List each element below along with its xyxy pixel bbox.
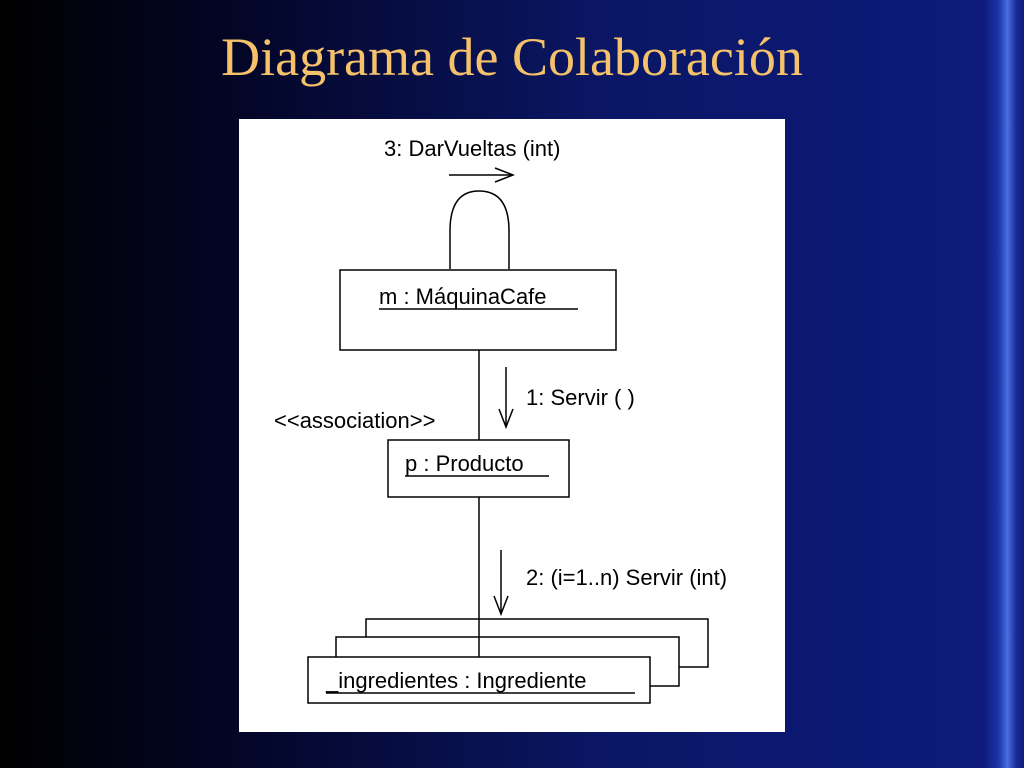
object-label-producto: p : Producto [405,451,524,476]
message-arrow-servir-multi-head [493,595,509,617]
diagram-canvas: 3: DarVueltas (int) m : MáquinaCafe <<as… [274,136,727,704]
object-label-ingredientes: _ingredientes : Ingrediente [325,668,587,693]
message-label-servir: 1: Servir ( ) [526,385,635,410]
message-arrow-servir-head [498,408,514,430]
self-message-arrow-head [494,167,516,183]
collaboration-diagram: 3: DarVueltas (int) m : MáquinaCafe <<as… [239,119,785,732]
slide-title: Diagrama de Colaboración [221,27,803,87]
message-label-darvueltas: 3: DarVueltas (int) [384,136,560,161]
object-label-maquinacafe: m : MáquinaCafe [379,284,547,309]
message-label-servir-multi: 2: (i=1..n) Servir (int) [526,565,727,590]
object-box-maquinacafe [339,269,617,351]
association-stereotype-label: <<association>> [274,408,435,433]
object-box-ingredientes [307,656,651,704]
self-link-loop [449,190,510,269]
